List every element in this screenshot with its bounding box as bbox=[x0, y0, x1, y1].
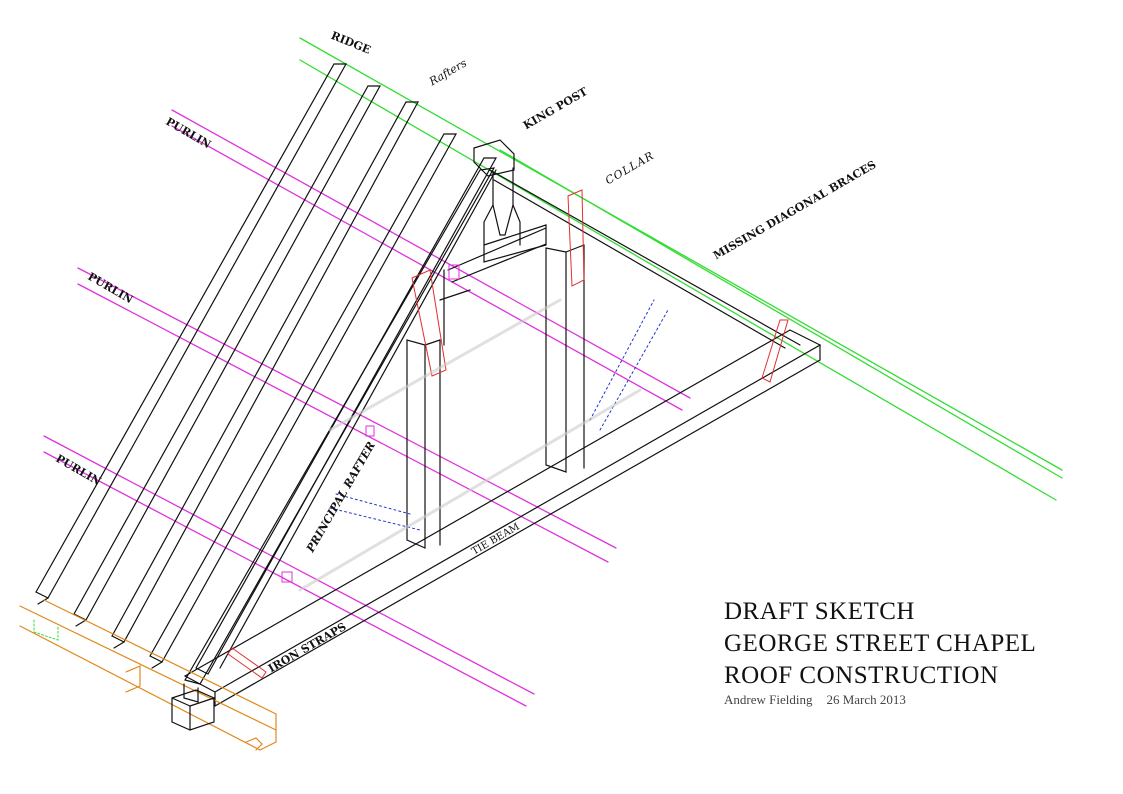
iron-straps bbox=[227, 189, 789, 679]
king-post bbox=[473, 139, 547, 263]
missing-braces bbox=[329, 299, 669, 531]
common-rafters bbox=[35, 63, 498, 675]
date: 26 March 2013 bbox=[826, 692, 906, 707]
author: Andrew Fielding bbox=[724, 692, 813, 707]
principal-rafters bbox=[184, 167, 801, 685]
wall-plate bbox=[19, 599, 277, 751]
credit-line: Andrew Fielding 26 March 2013 bbox=[724, 692, 1036, 708]
title-line-2: GEORGE STREET CHAPEL bbox=[724, 630, 1037, 657]
ridge-lines bbox=[299, 37, 1063, 501]
posts bbox=[406, 244, 585, 549]
foot-block bbox=[171, 683, 215, 731]
title-line-1: DRAFT SKETCH bbox=[724, 598, 915, 625]
collar bbox=[447, 227, 547, 283]
tie-beam bbox=[183, 329, 822, 707]
title-block: DRAFT SKETCH GEORGE STREET CHAPEL ROOF C… bbox=[724, 596, 1036, 708]
title-line-3: ROOF CONSTRUCTION bbox=[724, 662, 999, 689]
